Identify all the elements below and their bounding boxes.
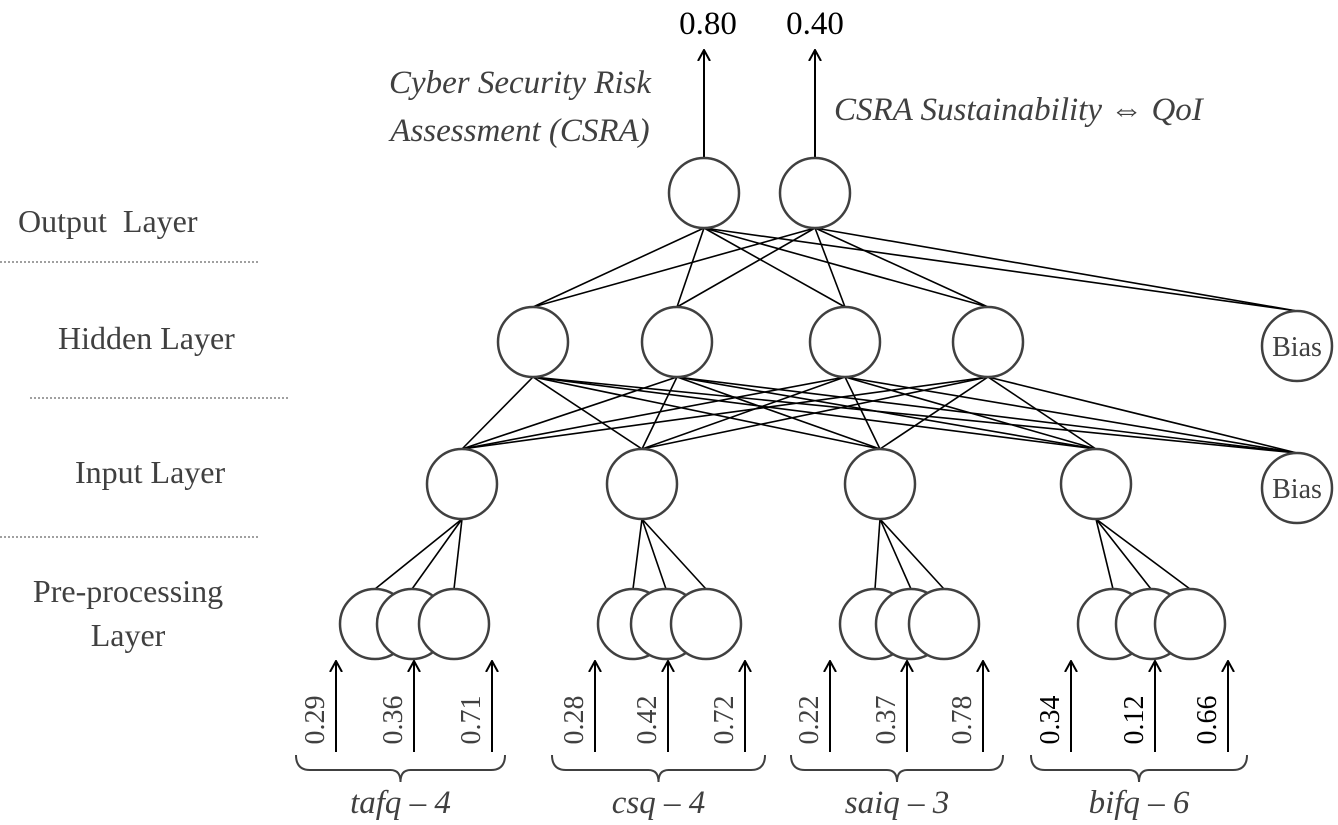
input-value-1-1: 0.29 <box>300 696 331 745</box>
input-groups: tafq – 4 csq – 4 saiq – 3 bifq – 6 <box>295 754 1248 821</box>
edge-input1-hidden4 <box>461 376 989 450</box>
input-value-2-1: 0.28 <box>559 696 590 745</box>
edge-input3-hidden3 <box>844 376 881 450</box>
group-label-1: tafq – 4 <box>350 785 451 821</box>
input-value-1-2: 0.36 <box>378 696 409 745</box>
input-value-3-2: 0.37 <box>871 696 902 745</box>
input-value-4-1: 0.34 <box>1035 696 1066 745</box>
edge-bias-hidden4 <box>987 376 1298 454</box>
hidden-node-4 <box>951 305 1025 379</box>
edge-input4-hidden2 <box>676 376 1097 450</box>
input-value-3-1: 0.22 <box>794 696 825 745</box>
input-values: 0.29 0.36 0.71 0.28 0.42 0.72 0.22 0.37 0.78 0.34… <box>300 661 1228 752</box>
hidden-bias-node <box>1260 309 1334 383</box>
edge-hidden3-output2 <box>814 227 846 308</box>
edge-pre1-2-input1 <box>411 518 463 590</box>
hidden-layer-label: Hidden Layer <box>58 320 235 356</box>
group-brace-2 <box>551 754 766 783</box>
input-node-2 <box>605 447 679 521</box>
hidden-node-2 <box>640 305 714 379</box>
edge-bias-hidden3 <box>844 376 1298 454</box>
edge-bias-output1 <box>703 227 1298 312</box>
group-brace-4 <box>1030 754 1248 783</box>
edge-input3-hidden1 <box>532 376 881 450</box>
preprocessing-node-1-3 <box>417 587 491 661</box>
output-layer-label: Output Layer <box>18 203 198 239</box>
edge-input2-hidden2 <box>641 376 678 450</box>
edge-input4-hidden4 <box>987 376 1097 450</box>
preprocessing-node-4-3 <box>1153 587 1227 661</box>
edge-bias-hidden1 <box>532 376 1298 454</box>
edge-input2-hidden4 <box>641 376 989 450</box>
edge-input1-hidden1 <box>461 376 534 450</box>
output-node-2 <box>778 156 852 230</box>
edge-pre2-2-input2 <box>641 518 667 590</box>
edge-hidden4-output2 <box>814 227 989 308</box>
edge-pre3-1-input3 <box>874 518 881 590</box>
edge-pre4-3-input4 <box>1095 518 1191 590</box>
input-node-3 <box>843 447 917 521</box>
input-bias-node <box>1260 451 1334 525</box>
edge-input2-hidden3 <box>641 376 846 450</box>
input-value-4-3: 0.66 <box>1192 696 1223 745</box>
input-node-1 <box>425 447 499 521</box>
edge-bias-hidden2 <box>676 376 1298 454</box>
group-label-3: saiq – 3 <box>845 785 950 821</box>
output1-value: 0.80 <box>679 6 737 42</box>
input-value-3-3: 0.78 <box>947 696 978 745</box>
preprocessing-layer-label-line1: Pre-processing <box>33 573 223 609</box>
edge-pre3-2-input3 <box>879 518 912 590</box>
group-brace-3 <box>790 754 1004 783</box>
edge-pre2-3-input2 <box>641 518 707 590</box>
edge-hidden1-output2 <box>532 227 816 308</box>
edge-hidden4-output1 <box>703 227 989 308</box>
output1-caption-line1: Cyber Security Risk <box>389 65 652 101</box>
input-value-1-3: 0.71 <box>456 696 487 745</box>
input-value-2-2: 0.42 <box>632 696 663 745</box>
input-bias-label: Bias <box>1272 474 1322 505</box>
edge-pre3-3-input3 <box>879 518 945 590</box>
output2-caption: CSRA Sustainability ⇔ QoI <box>834 92 1205 128</box>
input-node-4 <box>1059 447 1133 521</box>
edge-pre1-1-input1 <box>374 518 463 590</box>
group-label-4: bifq – 6 <box>1089 785 1190 821</box>
output2-value: 0.40 <box>786 6 844 42</box>
output-node-1 <box>667 156 741 230</box>
preprocessing-node-2-3 <box>669 587 743 661</box>
hidden-bias-label: Bias <box>1272 332 1322 363</box>
edge-pre2-1-input2 <box>632 518 643 590</box>
group-brace-1 <box>295 754 506 783</box>
group-label-2: csq – 4 <box>612 785 706 821</box>
edge-hidden2-output1 <box>676 227 705 308</box>
input-value-4-2: 0.12 <box>1119 696 1150 745</box>
input-layer-label: Input Layer <box>75 454 226 490</box>
edge-hidden3-output1 <box>703 227 846 308</box>
edge-pre1-3-input1 <box>453 518 463 590</box>
edge-input3-hidden2 <box>676 376 881 450</box>
hidden-node-3 <box>808 305 882 379</box>
preprocessing-node-3-3 <box>907 587 981 661</box>
output1-caption-line2: Assessment (CSRA) <box>388 113 649 149</box>
hidden-node-1 <box>496 305 570 379</box>
connection-edges <box>374 227 1298 590</box>
edge-input3-hidden4 <box>879 376 989 450</box>
edge-pre4-2-input4 <box>1095 518 1152 590</box>
preprocessing-layer-label-line2: Layer <box>91 617 166 653</box>
edge-hidden2-output2 <box>676 227 816 308</box>
input-value-2-3: 0.72 <box>709 696 740 745</box>
edge-input2-hidden1 <box>532 376 643 450</box>
edge-bias-output2 <box>814 227 1298 312</box>
edge-input1-hidden2 <box>461 376 678 450</box>
edge-pre4-1-input4 <box>1095 518 1114 590</box>
edge-hidden1-output1 <box>532 227 705 308</box>
edge-input1-hidden3 <box>461 376 846 450</box>
